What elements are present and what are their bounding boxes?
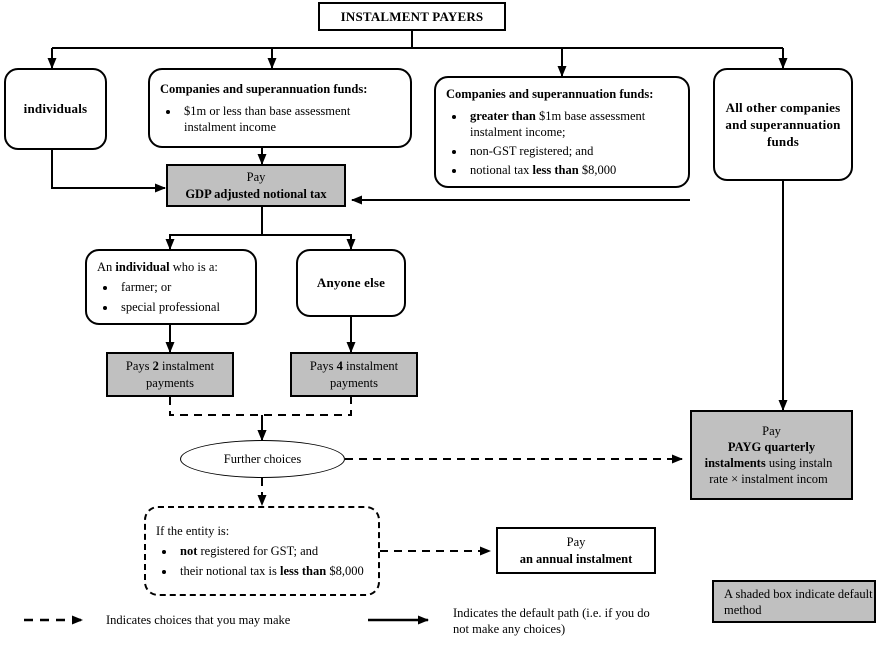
entity-bullet-2a: their notional tax is bbox=[180, 563, 280, 578]
box-all-other-label: All other companies and superannuation f… bbox=[725, 99, 841, 150]
list-item: special professional bbox=[117, 299, 249, 315]
further-choices-label: Further choices bbox=[223, 451, 302, 466]
box-all-other: All other companies and superannuation f… bbox=[713, 68, 853, 181]
wire-gdp-to-individual-types bbox=[165, 207, 263, 250]
box-anyone-else: Anyone else bbox=[296, 249, 406, 317]
bullet-emphasis: not bbox=[180, 544, 198, 559]
list-item: their notional tax is less than $8,000 bbox=[176, 563, 372, 579]
legend-solid-text: Indicates the default path (i.e. if you … bbox=[453, 605, 653, 638]
bullet-emphasis: greater than bbox=[470, 108, 536, 123]
wire-individuals-to-gdp bbox=[51, 150, 166, 193]
box-individual-types: An individual who is a: farmer; or speci… bbox=[85, 249, 257, 325]
pays-two-prefix: Pays bbox=[125, 359, 153, 374]
payg-line4: rate × instalment incom bbox=[709, 472, 828, 487]
pays-four-prefix: Pays bbox=[309, 359, 337, 374]
individual-types-lead: An individual who is a: bbox=[97, 260, 255, 275]
wire-payments-to-further-choices bbox=[169, 397, 352, 416]
box-companies-large-bullets: greater than $1m base assessment instalm… bbox=[436, 105, 688, 182]
list-item: not registered for GST; and bbox=[176, 543, 372, 559]
bullet-text-3b: $8,000 bbox=[578, 163, 617, 178]
pays-four-suffix: instalment payments bbox=[330, 359, 399, 390]
lead-prefix: An bbox=[97, 260, 116, 275]
payg-line3-rest: using instaln bbox=[765, 456, 833, 470]
box-shaded-legend-note: A shaded box indicate default method bbox=[712, 580, 876, 623]
legend-dashed-label: Indicates choices that you may make bbox=[106, 613, 291, 627]
payg-line1: Pay bbox=[762, 423, 781, 438]
box-entity-test: If the entity is: not registered for GST… bbox=[144, 506, 380, 596]
payg-line3-bold: instalments bbox=[704, 456, 766, 470]
entity-bullet-1: registered for GST; and bbox=[197, 544, 319, 559]
title-box-label: INSTALMENT PAYERS bbox=[340, 8, 484, 24]
box-anyone-else-label: Anyone else bbox=[316, 275, 386, 290]
legend-dashed-text: Indicates choices that you may make bbox=[106, 612, 356, 628]
box-companies-large: Companies and superannuation funds: grea… bbox=[434, 76, 690, 188]
list-item: greater than $1m base assessment instalm… bbox=[466, 108, 682, 141]
box-payg-quarterly: Pay PAYG quarterly instalments using ins… bbox=[690, 410, 853, 500]
legend-solid-label: Indicates the default path (i.e. if you … bbox=[453, 606, 650, 637]
lead-suffix: who is a: bbox=[169, 260, 218, 275]
list-item: farmer; or bbox=[117, 279, 249, 295]
list-item: notional tax less than $8,000 bbox=[466, 162, 682, 178]
box-individuals: individuals bbox=[4, 68, 107, 150]
payg-line2: PAYG quarterly bbox=[727, 439, 816, 454]
box-gdp-adjusted-notional-tax: Pay GDP adjusted notional tax bbox=[166, 164, 346, 207]
box-companies-small: Companies and superannuation funds: $1m … bbox=[148, 68, 412, 148]
list-item: $1m or less than base assessment instalm… bbox=[180, 103, 404, 136]
list-item: non-GST registered; and bbox=[466, 143, 682, 159]
box-companies-small-heading: Companies and superannuation funds: bbox=[160, 81, 368, 96]
bullet-emphasis: less than bbox=[279, 563, 327, 578]
bullet-text-3a: notional tax bbox=[470, 163, 533, 178]
pays-two-suffix: instalment payments bbox=[146, 359, 215, 390]
wire-gdp-to-anyone-else bbox=[261, 207, 356, 250]
pays-four-text: Pays 4 instalment payments bbox=[292, 358, 416, 391]
annual-line1: Pay bbox=[566, 535, 586, 550]
box-companies-small-bullets: $1m or less than base assessment instalm… bbox=[150, 100, 410, 139]
pays-two-text: Pays 2 instalment payments bbox=[108, 358, 232, 391]
shaded-note-text: A shaded box indicate default method bbox=[724, 586, 873, 617]
ellipse-further-choices: Further choices bbox=[180, 440, 345, 478]
entity-bullet-2b: $8,000 bbox=[326, 563, 364, 578]
box-pays-four-instalments: Pays 4 instalment payments bbox=[290, 352, 418, 397]
pays-four-number: 4 bbox=[336, 359, 343, 374]
pays-two-number: 2 bbox=[152, 359, 159, 374]
bullet-emphasis: less than bbox=[532, 163, 579, 178]
box-annual-instalment: Pay an annual instalment bbox=[496, 527, 656, 574]
entity-test-lead: If the entity is: bbox=[156, 524, 230, 539]
lead-bold: individual bbox=[115, 260, 170, 275]
bullet-text-1: $1m base assessment instalment income; bbox=[470, 108, 646, 139]
title-box: INSTALMENT PAYERS bbox=[318, 2, 506, 31]
gdp-line1: Pay bbox=[246, 170, 266, 185]
entity-test-bullets: not registered for GST; and their notion… bbox=[146, 540, 378, 582]
box-pays-two-instalments: Pays 2 instalment payments bbox=[106, 352, 234, 397]
individual-types-bullets: farmer; or special professional bbox=[87, 276, 255, 318]
gdp-line2: GDP adjusted notional tax bbox=[185, 186, 327, 201]
annual-line2: an annual instalment bbox=[519, 551, 633, 566]
box-companies-large-heading: Companies and superannuation funds: bbox=[446, 86, 654, 101]
box-individuals-label: individuals bbox=[23, 101, 88, 116]
